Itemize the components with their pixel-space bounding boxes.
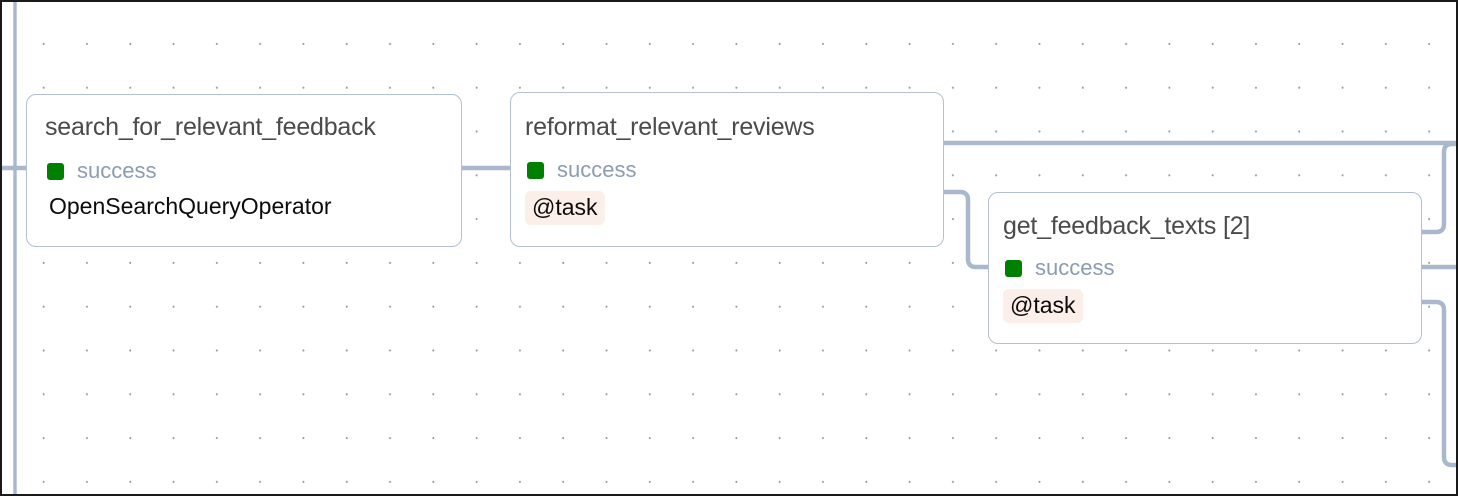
node-title: reformat_relevant_reviews xyxy=(525,113,815,141)
node-status-label: success xyxy=(1035,255,1115,280)
node-status-label: success xyxy=(77,158,157,183)
node-status-row: success xyxy=(527,159,636,181)
success-square-icon xyxy=(47,162,64,180)
node-status-row: success xyxy=(47,160,156,182)
node-status-row: success xyxy=(1005,257,1114,279)
edge-feedback-to-offscreen-3 xyxy=(1422,299,1456,468)
edge-feedback-to-offscreen-1 xyxy=(1422,141,1456,235)
edge-reformat-to-feedback xyxy=(944,189,988,270)
node-title: search_for_relevant_feedback xyxy=(45,113,376,141)
dag-node-reformat-relevant-reviews[interactable]: reformat_relevant_reviews success @task xyxy=(510,92,944,247)
success-square-icon xyxy=(1005,259,1022,277)
dag-node-get-feedback-texts[interactable]: get_feedback_texts [2] success @task xyxy=(988,192,1422,344)
node-title: get_feedback_texts [2] xyxy=(1003,212,1251,240)
dag-node-search-for-relevant-feedback[interactable]: search_for_relevant_feedback success Ope… xyxy=(26,94,462,247)
node-operator-label: OpenSearchQueryOperator xyxy=(49,193,332,219)
node-decorator-badge: @task xyxy=(1003,289,1083,323)
node-status-label: success xyxy=(557,157,637,182)
success-square-icon xyxy=(527,161,544,179)
node-decorator-badge: @task xyxy=(525,191,605,225)
